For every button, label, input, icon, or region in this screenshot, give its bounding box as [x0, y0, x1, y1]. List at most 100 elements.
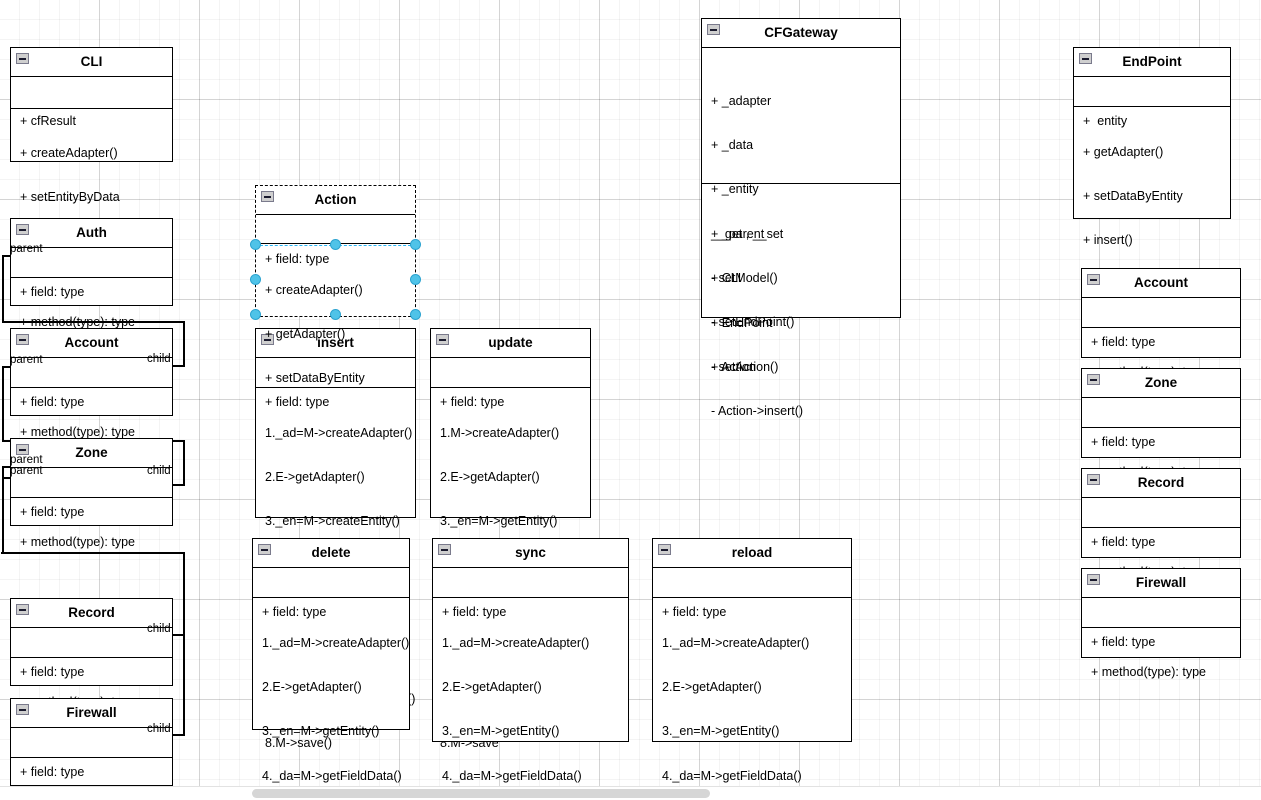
class-fields-firewall-right: + field: type [1082, 598, 1240, 649]
class-box-update[interactable]: update + field: type 1.M->createAdapter(… [430, 328, 591, 750]
collapse-minus-icon[interactable] [1079, 53, 1092, 64]
collapse-minus-icon[interactable] [1087, 274, 1100, 285]
class-header-firewall-right: Firewall [1082, 569, 1240, 598]
resize-handle-bottom-left[interactable] [250, 309, 261, 320]
collapse-minus-icon[interactable] [1087, 374, 1100, 385]
edge-label-child-record: child [147, 623, 171, 635]
class-header-record-left: Record [11, 599, 172, 628]
method-line: + method(type): type [20, 314, 135, 329]
class-methods-account-left: + method(type): type [11, 388, 172, 476]
method-line: - setAction() [711, 359, 779, 374]
class-box-cfgateway[interactable]: CFGateway + _adapter + _data + _entity +… [701, 18, 901, 418]
connector-zone-parent1-h [2, 466, 14, 468]
connector-account-child-v [183, 321, 185, 366]
class-title-record-left: Record [68, 605, 115, 620]
collapse-minus-icon[interactable] [16, 704, 29, 715]
class-header-cfgateway: CFGateway [702, 19, 900, 48]
class-box-delete[interactable]: delete + field: type 1._ad=M->createAdap… [252, 538, 410, 783]
class-box-sync[interactable]: sync + field: type 1._ad=M->createAdapte… [432, 538, 629, 783]
method-line: 3._en=M->getEntity() [262, 724, 380, 739]
class-header-insert: insert [256, 329, 415, 358]
connector-firewall-child-v [183, 634, 185, 735]
collapse-minus-icon[interactable] [658, 544, 671, 555]
collapse-minus-icon[interactable] [1087, 474, 1100, 485]
connector-zone-parent2-h [2, 477, 14, 479]
class-fields-record-right: + field: type [1082, 498, 1240, 549]
class-header-record-right: Record [1082, 469, 1240, 498]
collapse-minus-icon[interactable] [16, 604, 29, 615]
class-box-firewall-right[interactable]: Firewall + field: type + method(type): t… [1081, 568, 1241, 679]
resize-handle-middle-left[interactable] [250, 274, 261, 285]
field-line: + EndPoint [711, 315, 773, 330]
class-fields-auth-left: + field: type [11, 248, 172, 299]
class-fields-record-left: + field: type [11, 628, 172, 679]
method-line: 2.E->getAdapter() [440, 469, 540, 484]
class-header-auth-left: Auth [11, 219, 172, 248]
class-methods-delete: 1._ad=M->createAdapter() 2.E->getAdapter… [253, 598, 409, 800]
class-fields-sync: + field: type [433, 568, 628, 619]
class-box-zone-left[interactable]: Zone + field: type + method(type): type [10, 438, 173, 549]
class-box-account-right[interactable]: Account + field: type + method(type): ty… [1081, 268, 1241, 379]
collapse-minus-icon[interactable] [258, 544, 271, 555]
connector-account-child-h [168, 365, 185, 367]
class-header-endpoint: EndPoint [1074, 48, 1230, 77]
collapse-minus-icon[interactable] [16, 334, 29, 345]
connector-account-parent-v [2, 366, 4, 441]
resize-handle-bottom-center[interactable] [330, 309, 341, 320]
connector-zone-child-h [168, 484, 185, 486]
edge-label-parent-zone-2: parent [10, 465, 43, 477]
field-line: + _adapter [711, 93, 772, 108]
collapse-minus-icon[interactable] [16, 53, 29, 64]
class-methods-reload: 1._ad=M->createAdapter() 2.E->getAdapter… [653, 598, 851, 800]
collapse-minus-icon[interactable] [261, 334, 274, 345]
collapse-minus-icon[interactable] [16, 224, 29, 235]
class-box-account-left[interactable]: Account + field: type + method(type): ty… [10, 328, 173, 439]
field-line: + _data [711, 137, 754, 152]
collapse-minus-icon[interactable] [261, 191, 274, 202]
class-box-auth-left[interactable]: Auth + field: type + method(type): type [10, 218, 173, 329]
collapse-minus-icon[interactable] [16, 444, 29, 455]
collapse-minus-icon[interactable] [436, 334, 449, 345]
method-line: + getAdapter() [1083, 144, 1164, 159]
method-line: 1._ad=M->createAdapter() [662, 635, 810, 650]
horizontal-scrollbar[interactable] [0, 786, 1261, 800]
resize-handle-middle-right[interactable] [410, 274, 421, 285]
horizontal-scrollbar-thumb[interactable] [252, 789, 710, 798]
field-line: + entity [1083, 113, 1128, 128]
resize-handle-top-left[interactable] [250, 239, 261, 250]
class-header-update: update [431, 329, 590, 358]
resize-handle-bottom-right[interactable] [410, 309, 421, 320]
class-box-endpoint[interactable]: EndPoint + entity + getAdapter() + setDa… [1073, 47, 1231, 425]
edge-label-parent-account: parent [10, 354, 43, 366]
method-line: + insert() [1083, 233, 1133, 248]
field-line: + _parent [711, 226, 765, 241]
class-box-reload[interactable]: reload + field: type 1._ad=M->createAdap… [652, 538, 852, 783]
field-line: + field: type [265, 251, 330, 266]
class-fields-zone-right: + field: type [1082, 398, 1240, 449]
class-box-firewall-left[interactable]: Firewall + field: type + method(type): t… [10, 698, 173, 800]
resize-handle-top-right[interactable] [410, 239, 421, 250]
class-box-cli[interactable]: CLI + cfResult + createAdapter() + setEn… [10, 47, 173, 248]
field-line: + field: type [20, 394, 85, 409]
class-fields-firewall-left: + field: type [11, 728, 172, 779]
class-title-auth-left: Auth [76, 225, 107, 240]
connector-zone-child-v [183, 440, 185, 485]
method-line: 2.E->getAdapter() [262, 679, 362, 694]
method-line: - setEndPoint() [711, 315, 795, 330]
class-methods-cfgateway: __get , __set - setModel() - setEndPoint… [702, 184, 900, 456]
connector-zone-to-records-h [1, 552, 185, 554]
collapse-minus-icon[interactable] [1087, 574, 1100, 585]
class-box-zone-right[interactable]: Zone + field: type + method(type): type [1081, 368, 1241, 479]
collapse-minus-icon[interactable] [438, 544, 451, 555]
class-header-zone-left: Zone [11, 439, 172, 468]
collapse-minus-icon[interactable] [707, 24, 720, 35]
connector-auth-parent-h [2, 255, 14, 257]
field-line: + field: type [662, 604, 727, 619]
resize-handle-top-center[interactable] [330, 239, 341, 250]
class-box-record-left[interactable]: Record + field: type + method(type): typ… [10, 598, 173, 709]
connector-account-parent-h [2, 366, 14, 368]
class-box-action[interactable]: Action + field: type + createAdapter() +… [255, 185, 416, 385]
class-title-firewall-left: Firewall [66, 705, 117, 720]
class-box-record-right[interactable]: Record + field: type + method(type): typ… [1081, 468, 1241, 579]
